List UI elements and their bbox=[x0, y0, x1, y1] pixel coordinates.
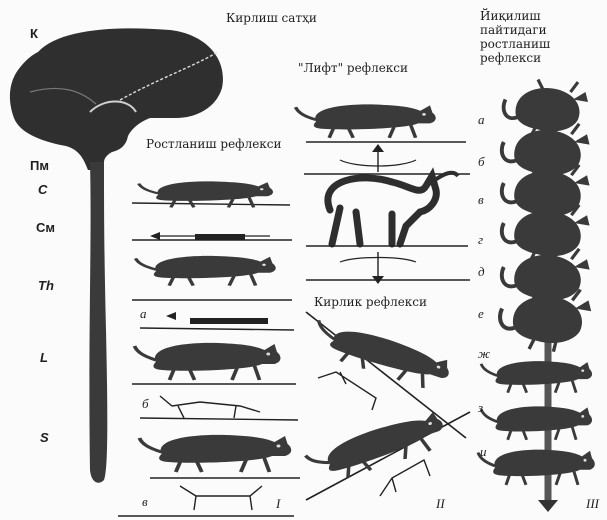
fall-step-z: з bbox=[478, 400, 483, 416]
fall-step-a: а bbox=[478, 112, 485, 128]
fall-step-zh: ж bbox=[478, 346, 490, 362]
righting-reflex-title: Ростланиш рефлекси bbox=[146, 138, 282, 151]
landing-reflex-title: Кирлик рефлекси bbox=[314, 296, 427, 309]
fall-title-line-2: пайтидаги bbox=[480, 24, 547, 37]
fall-step-d: д bbox=[478, 264, 485, 280]
righting-step-v: в bbox=[142, 494, 148, 510]
fall-title-line-4: рефлекси bbox=[480, 52, 541, 65]
region-label-s: S bbox=[40, 430, 49, 445]
panel-number-2: II bbox=[436, 496, 445, 512]
panel-number-1: I bbox=[276, 496, 280, 512]
lift-reflex-title: "Лифт" рефлекси bbox=[298, 62, 408, 75]
fall-step-v: в bbox=[478, 192, 484, 208]
righting-step-a: а bbox=[140, 306, 147, 322]
fall-step-b: б bbox=[478, 154, 485, 170]
region-label-l: L bbox=[40, 350, 48, 365]
panel-lift bbox=[296, 104, 470, 284]
region-label-pm: Пм bbox=[30, 158, 49, 173]
region-label-sm: См bbox=[36, 220, 55, 235]
panel-landing bbox=[305, 312, 470, 500]
fall-step-g: г bbox=[478, 232, 483, 248]
cortex-title: Кирлиш сатҳи bbox=[226, 12, 317, 25]
region-label-k: К bbox=[30, 26, 38, 41]
brain-illustration bbox=[10, 28, 223, 482]
panel-number-3: III bbox=[586, 496, 599, 512]
region-label-th: Th bbox=[38, 278, 54, 293]
panel-righting bbox=[118, 181, 300, 516]
fall-title-line-3: ростланиш bbox=[480, 38, 550, 51]
fall-title-line-1: Йиқилиш bbox=[480, 10, 541, 23]
panel-falling bbox=[478, 80, 595, 513]
fall-step-e: е bbox=[478, 306, 484, 322]
region-label-c: С bbox=[38, 182, 47, 197]
righting-step-b: б bbox=[142, 396, 149, 412]
fall-step-i: и bbox=[480, 444, 487, 460]
